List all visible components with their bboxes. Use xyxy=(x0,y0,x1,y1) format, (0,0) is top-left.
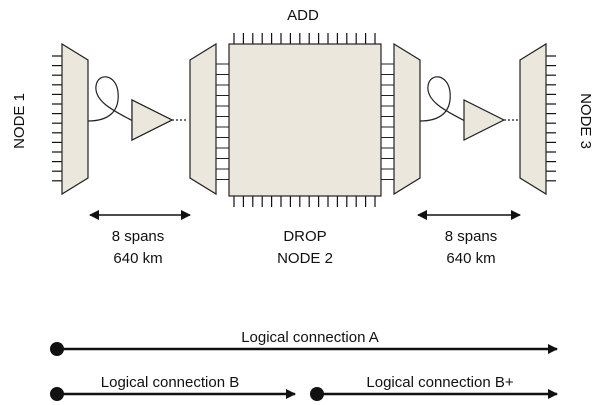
node2-label: NODE 2 xyxy=(277,250,333,267)
node1-multiplexer xyxy=(52,42,89,196)
node2-connectors xyxy=(216,63,394,180)
right-amplifier xyxy=(463,99,506,141)
node3-label: NODE 3 xyxy=(577,93,594,149)
left-amplifier xyxy=(131,99,174,141)
node2-left-demux xyxy=(189,42,217,196)
node2-switch xyxy=(228,33,382,207)
node2-right-mux xyxy=(393,42,421,196)
right-span-count: 8 spans xyxy=(445,228,498,245)
connection-a-label: Logical connection A xyxy=(241,329,379,346)
right-span-distance: 640 km xyxy=(446,250,495,267)
node3-demultiplexer xyxy=(519,42,556,196)
drop-label: DROP xyxy=(283,228,326,245)
left-span-count: 8 spans xyxy=(112,228,165,245)
right-fiber-span xyxy=(419,76,518,122)
connection-b-plus-label: Logical connection B+ xyxy=(366,374,513,391)
connection-b-label: Logical connection B xyxy=(101,374,239,391)
add-label: ADD xyxy=(287,7,319,24)
left-span-distance: 640 km xyxy=(113,250,162,267)
node1-label: NODE 1 xyxy=(11,93,28,149)
